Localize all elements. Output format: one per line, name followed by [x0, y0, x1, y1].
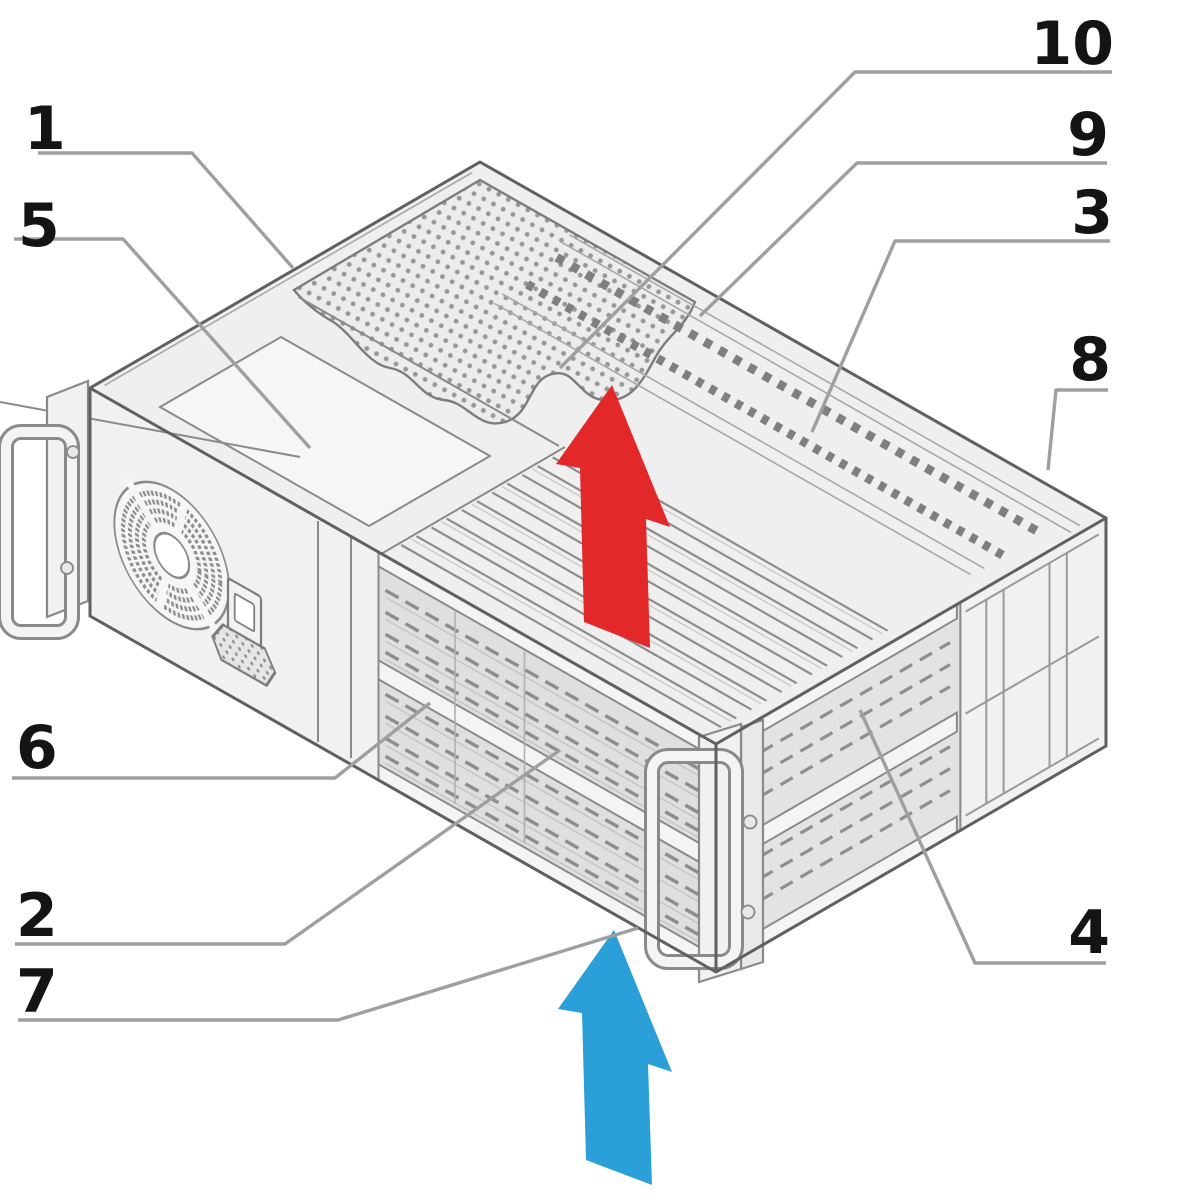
- right-card-guide: [719, 767, 951, 903]
- end-cap-horizontal: [965, 533, 1100, 613]
- rear-rim-line: [561, 241, 1072, 534]
- callout-3: 3: [1071, 178, 1113, 248]
- callout-7: 7: [16, 957, 58, 1027]
- leader-3: [810, 239, 1110, 433]
- front-ear-screw-top: [742, 814, 758, 830]
- leader-10: [558, 70, 1112, 370]
- front-ear-screw-bottom: [740, 904, 756, 920]
- leader-lines: [12, 70, 1112, 1022]
- leader-6: [12, 701, 432, 780]
- top-slot-line: [415, 535, 737, 720]
- rear-rim-line: [494, 302, 972, 576]
- rear-ear-screw-top: [66, 445, 80, 459]
- right-card-guide: [719, 789, 951, 925]
- rear-handle-bar-face: [1, 427, 77, 637]
- rear-rack-handle: [0, 379, 90, 640]
- rear-connector-row: [554, 253, 1046, 539]
- leader-5: [14, 237, 312, 450]
- right-card-guide-rails: [719, 641, 951, 925]
- right-card-guide: [719, 663, 951, 799]
- leader-9: [698, 161, 1107, 318]
- front-card-guide-shadow: [385, 596, 708, 782]
- rear-ear-screw-bottom: [60, 561, 74, 575]
- rear-top-connector-rows: [104, 171, 1081, 576]
- chassis-outline: [88, 160, 1108, 974]
- psu-cover-plate: [157, 335, 493, 528]
- right-card-guide: [719, 685, 951, 821]
- exhaust-airflow-arrow: [556, 385, 670, 648]
- left-rim-line: [104, 171, 473, 387]
- callout-1: 1: [24, 94, 66, 164]
- front-bracket-back-plate: [739, 718, 765, 971]
- intake-airflow-arrow: [558, 930, 672, 1185]
- top-slot-line: [506, 482, 828, 667]
- leader-1: [38, 151, 295, 270]
- right-card-guide: [719, 641, 951, 777]
- rear-panel-details: [113, 476, 352, 758]
- end-cap-frame: [965, 533, 1100, 817]
- rear-rim-line: [569, 234, 1081, 527]
- front-card-guide: [384, 588, 708, 775]
- fan-hub: [153, 531, 191, 580]
- vent-mesh-dots: [292, 178, 697, 425]
- callout-5: 5: [18, 191, 60, 261]
- top-slot-line: [491, 491, 813, 676]
- leader-4: [858, 709, 1106, 965]
- callout-4: 4: [1068, 898, 1110, 968]
- callout-6: 6: [16, 713, 58, 783]
- psu-bay-right-wall: [380, 446, 566, 555]
- top-slot-highlight: [410, 538, 732, 722]
- front-rack-handle: [644, 718, 765, 984]
- leader-7: [18, 926, 639, 1022]
- top-slot-highlight: [501, 486, 823, 670]
- end-cap-horizontal: [965, 635, 1100, 715]
- top-slot-line: [400, 544, 722, 729]
- front-handle-bar-face: [647, 751, 741, 967]
- callout-10: 10: [1031, 9, 1115, 79]
- rear-rim-line: [501, 293, 985, 570]
- callout-labels: 1 5 6 2 7 10 9 3 8 4: [16, 9, 1114, 1027]
- perforated-vent-area: [292, 178, 697, 425]
- leader-2: [15, 748, 561, 946]
- end-cap-horizontal: [965, 737, 1100, 817]
- rear-connector-row: [525, 280, 1011, 563]
- callout-9: 9: [1067, 100, 1109, 170]
- callout-8: 8: [1069, 325, 1111, 395]
- iec-power-inlet: [211, 623, 277, 688]
- right-card-guide: [719, 745, 951, 881]
- psu-bay-back-edge: [298, 296, 560, 447]
- leader-8: [1046, 388, 1108, 471]
- top-slot-line: [521, 473, 843, 658]
- callout-2: 2: [16, 881, 58, 951]
